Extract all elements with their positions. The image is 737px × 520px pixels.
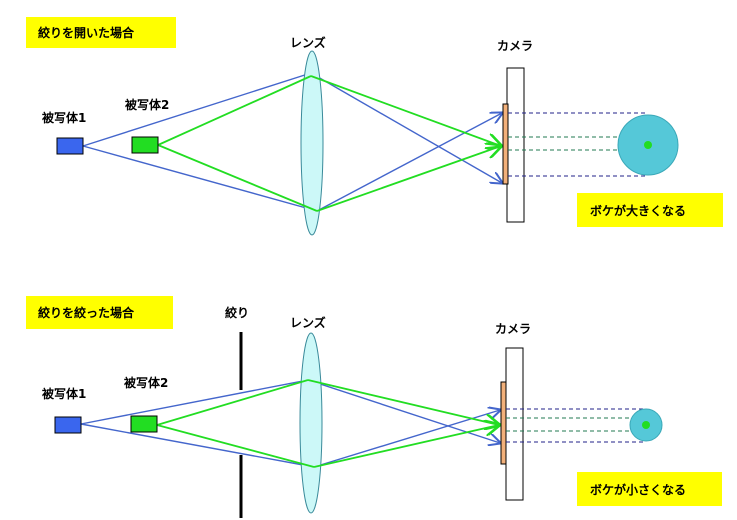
top-focus-point — [644, 141, 652, 149]
top-lens — [300, 50, 324, 236]
bottom-aperture-label: 絞り — [225, 305, 249, 320]
bottom-lens — [299, 332, 323, 514]
top-title: 絞りを開いた場合 — [38, 25, 135, 40]
top-sensor — [502, 103, 509, 185]
bottom-camera-body — [505, 347, 524, 501]
top-green-rays — [157, 75, 501, 212]
top-panel: 絞りを開いた場合 レンズ カメラ 被写体2 被写体1 — [26, 17, 723, 236]
top-camera-label: カメラ — [497, 39, 533, 53]
bottom-object2-label: 被写体2 — [124, 375, 168, 390]
bottom-lens-label: レンズ — [290, 315, 326, 330]
bottom-focus-point — [642, 421, 650, 429]
top-result-box — [577, 193, 723, 227]
top-result-label: ボケが大きくなる — [590, 203, 686, 218]
top-object1 — [56, 137, 84, 155]
top-camera-body — [506, 67, 525, 223]
bottom-camera-label: カメラ — [495, 322, 531, 336]
bottom-result-label: ボケが小さくなる — [590, 482, 686, 497]
top-title-box — [26, 17, 176, 48]
bottom-object1-label: 被写体1 — [42, 386, 86, 401]
top-object2 — [131, 136, 159, 154]
bottom-projection-lines — [506, 408, 645, 443]
bottom-title: 絞りを絞った場合 — [38, 305, 135, 320]
top-projection-lines — [508, 112, 648, 177]
bottom-title-box — [26, 296, 173, 329]
bottom-panel: 絞りを絞った場合 絞り レンズ カメラ 被写体2 被写体1 — [26, 296, 722, 518]
top-blue-rays — [82, 72, 502, 212]
top-object2-label: 被写体2 — [125, 97, 169, 112]
bottom-green-rays — [156, 379, 499, 468]
bottom-result-box — [577, 472, 722, 506]
top-lens-label: レンズ — [290, 35, 326, 50]
bottom-object1 — [54, 416, 82, 434]
top-object1-label: 被写体1 — [42, 110, 86, 125]
bottom-object2 — [130, 415, 158, 433]
bottom-sensor — [500, 381, 507, 465]
